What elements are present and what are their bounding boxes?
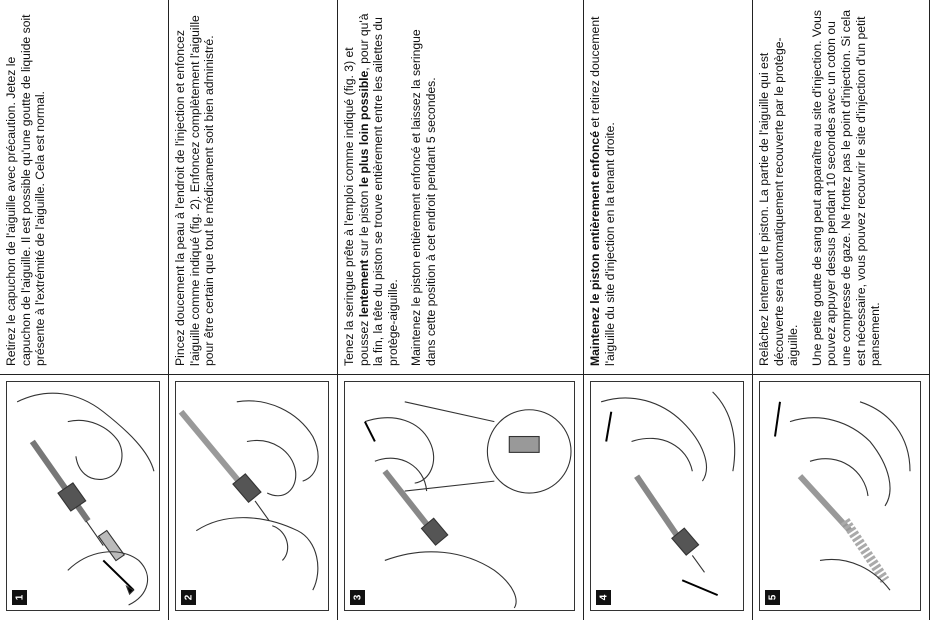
step-instruction: Maintenez le piston entièrement enfoncé … (409, 29, 438, 366)
step-panel-1: Retirez le capuchon de l'aiguille avec p… (0, 0, 169, 620)
step-number-badge: 5 (765, 590, 780, 605)
push-plunger-illustration (364, 401, 572, 609)
release-plunger-illustration (774, 401, 911, 591)
step-instruction: Relâchez lentement le piston. La partie … (757, 37, 801, 366)
step-text-cell: Retirez le capuchon de l'aiguille avec p… (0, 0, 168, 374)
step-illustration-5: 5 (759, 381, 921, 611)
step-panel-4: Maintenez le piston entièrement enfoncé … (584, 0, 753, 620)
step-illustration-4: 4 (590, 381, 744, 611)
step-panel-2: Pincez doucement la peau à l'endroit de … (169, 0, 338, 620)
step-text-cell: Pincez doucement la peau à l'endroit de … (169, 0, 337, 374)
step-text-cell: Relâchez lentement le piston. La partie … (753, 0, 929, 374)
step-panel-5: Relâchez lentement le piston. La partie … (753, 0, 930, 620)
step-text-cell: Tenez la seringue prête à l'emploi comme… (338, 0, 583, 374)
step-illustration-3: 3 (344, 381, 575, 611)
step-panel-3: Tenez la seringue prête à l'emploi comme… (338, 0, 584, 620)
step-text-cell: Maintenez le piston entièrement enfoncé … (584, 0, 752, 374)
step-instruction: Pincez doucement la peau à l'endroit de … (173, 15, 217, 366)
step-number-badge: 1 (12, 590, 27, 605)
step-instruction: Une petite goutte de sang peut apparaîtr… (809, 9, 883, 366)
step-instruction: Tenez la seringue prête à l'emploi comme… (342, 13, 400, 366)
step-instruction: Retirez le capuchon de l'aiguille avec p… (4, 14, 48, 366)
step-illustration-1: 1 (6, 381, 160, 611)
step-instruction: Maintenez le piston entièrement enfoncé … (588, 16, 617, 366)
insert-needle-illustration (178, 400, 319, 591)
step-illustration-2: 2 (175, 381, 329, 611)
step-number-badge: 2 (181, 590, 196, 605)
remove-cap-illustration (16, 392, 155, 606)
step-number-badge: 4 (596, 590, 611, 605)
withdraw-needle-illustration (600, 391, 736, 597)
step-number-badge: 3 (350, 590, 365, 605)
